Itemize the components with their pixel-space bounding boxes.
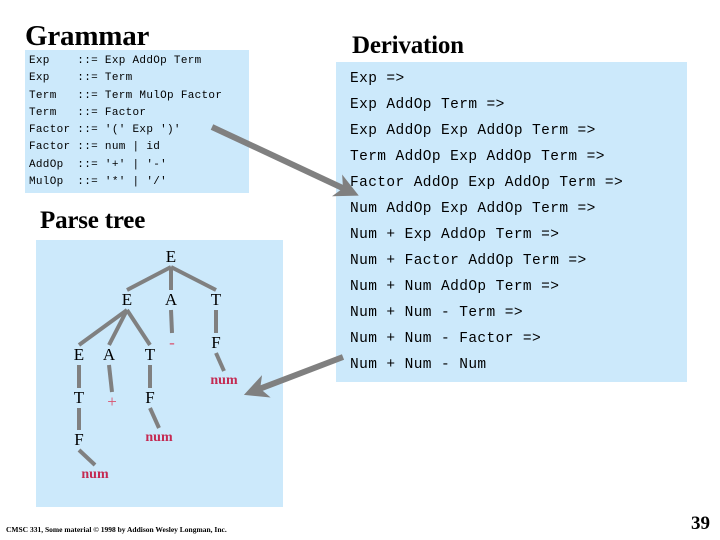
tree-node-ll-A: A [102, 345, 116, 364]
footer-credit: CMSC 331, Some material © 1998 by Addiso… [6, 525, 227, 534]
grammar-rule: MulOp ::= '*' | '/' [29, 176, 168, 189]
grammar-rule: AddOp ::= '+' | '-' [29, 158, 168, 171]
grammar-rule: Term ::= Term MulOp Factor [29, 89, 223, 102]
page-number: 39 [691, 513, 710, 534]
derivation-step: Exp AddOp Exp AddOp Term => [350, 123, 596, 139]
tree-node-left-E: E [121, 290, 133, 309]
tree-node-root-E: E [165, 247, 177, 266]
derivation-step: Exp AddOp Term => [350, 97, 505, 113]
derivation-step: Num + Num - Num [350, 357, 487, 373]
tree-node-right-F: F [211, 333, 221, 352]
derivation-step: Num + Num - Term => [350, 305, 523, 321]
tree-node-minus-op: - [169, 333, 175, 352]
grammar-rule: Exp ::= Term [29, 72, 133, 85]
tree-node-right-T: T [210, 290, 222, 309]
derivation-step: Num + Num - Factor => [350, 331, 542, 347]
derivation-step: Num + Exp AddOp Term => [350, 227, 560, 243]
derivation-step-list: Exp => Exp AddOp Term => Exp AddOp Exp Add… [350, 66, 687, 378]
grammar-rule: Exp ::= Exp AddOp Term [29, 55, 202, 67]
grammar-rule: Factor ::= num | id [29, 141, 161, 154]
derivation-step: Exp => [350, 71, 405, 87]
derivation-step: Factor AddOp Exp AddOp Term => [350, 175, 624, 191]
derivation-heading: Derivation [352, 32, 464, 59]
derivation-step: Num AddOp Exp AddOp Term => [350, 201, 596, 217]
grammar-heading: Grammar [25, 20, 150, 52]
tree-node-ll-T2: T [73, 388, 85, 407]
grammar-rule: Term ::= Factor [29, 106, 147, 119]
tree-node-ll-F2: F [145, 388, 155, 407]
derivation-step: Num + Num AddOp Term => [350, 279, 560, 295]
derivation-step: Num + Factor AddOp Term => [350, 253, 587, 269]
tree-node-left-num: num [81, 467, 109, 482]
tree-node-ll-T: T [144, 345, 156, 364]
tree-node-plus-op: + [107, 392, 117, 411]
derivation-panel: Exp => Exp AddOp Term => Exp AddOp Exp Add… [336, 62, 687, 382]
tree-node-right-num: num [210, 373, 238, 388]
parse-tree-heading: Parse tree [40, 207, 146, 234]
grammar-rule: Factor ::= '(' Exp ')' [29, 124, 181, 137]
tree-node-ll-E: E [73, 345, 85, 364]
derivation-step: Term AddOp Exp AddOp Term => [350, 149, 605, 165]
parse-tree-panel [36, 240, 283, 507]
tree-node-mid-A: A [164, 290, 178, 309]
tree-node-mid-num: num [145, 430, 173, 445]
tree-node-ll-F: F [74, 430, 84, 449]
